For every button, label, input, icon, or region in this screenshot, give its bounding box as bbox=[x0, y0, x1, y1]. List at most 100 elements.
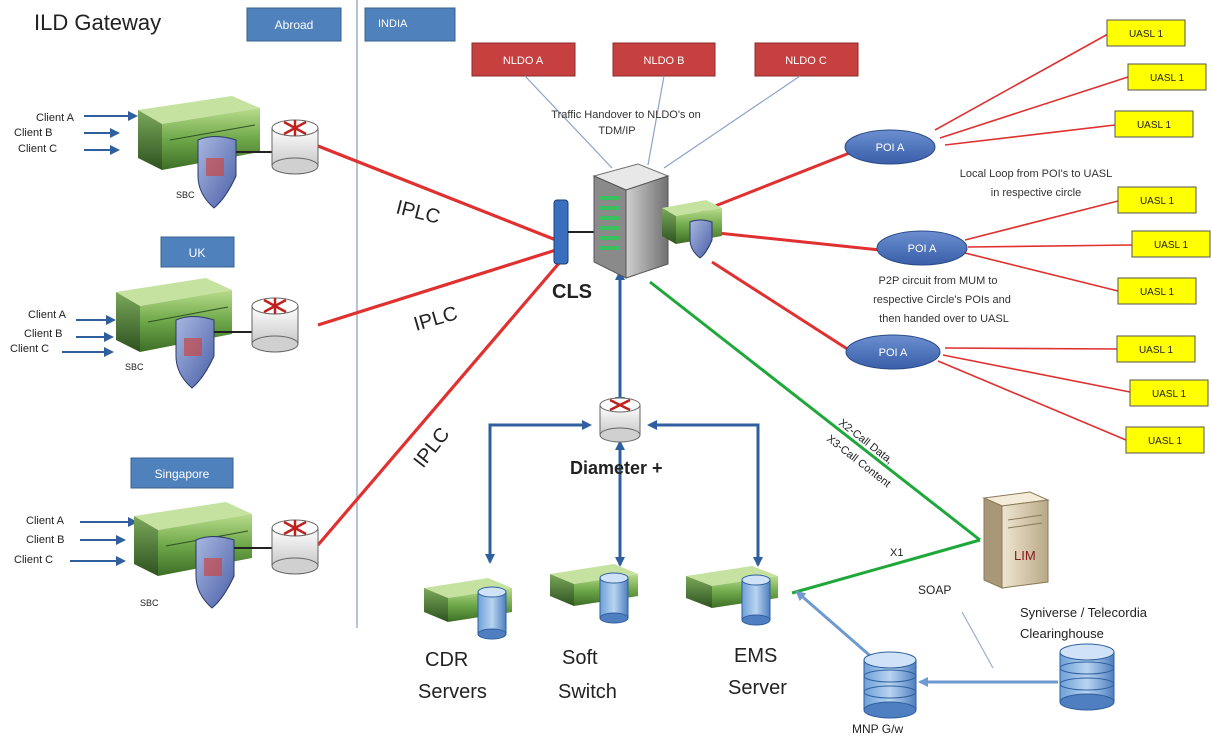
iplc-label-1: IPLC bbox=[394, 197, 442, 229]
uasl-node-1: UASL 1 bbox=[1106, 19, 1186, 47]
uasl-node-8: UASL 1 bbox=[1129, 379, 1209, 407]
softswitch-label-line1: Soft bbox=[562, 647, 598, 669]
p2p-note-line1: P2P circuit from MUM to bbox=[879, 275, 998, 287]
sbc-router-links bbox=[214, 151, 272, 549]
diameter-router-icon bbox=[599, 397, 641, 443]
client-c-label: Client C bbox=[10, 343, 49, 355]
iplc-label-2: IPLC bbox=[411, 302, 460, 335]
cls-label: CLS bbox=[552, 281, 592, 303]
uasl-node-7: UASL 1 bbox=[1116, 335, 1196, 363]
svg-text:Abroad: Abroad bbox=[275, 18, 314, 32]
uasl-node-5: UASL 1 bbox=[1131, 230, 1211, 258]
sbc-server-1: SBC bbox=[138, 96, 260, 209]
local-loop-note-line1: Local Loop from POI's to UASL bbox=[960, 168, 1113, 180]
cdr-label-line1: CDR bbox=[425, 649, 468, 671]
mnp-links bbox=[795, 590, 1058, 687]
svg-text:Singapore: Singapore bbox=[155, 467, 210, 481]
svg-text:POI A: POI A bbox=[876, 142, 905, 154]
svg-text:UASL 1: UASL 1 bbox=[1154, 240, 1189, 251]
svg-text:UASL 1: UASL 1 bbox=[1137, 120, 1172, 131]
svg-text:UK: UK bbox=[189, 246, 206, 260]
client-b-label: Client B bbox=[14, 127, 53, 139]
svg-text:INDIA: INDIA bbox=[378, 18, 408, 30]
svg-text:UASL 1: UASL 1 bbox=[1140, 196, 1175, 207]
intercept-links bbox=[649, 280, 981, 595]
poi-node-1: POI A bbox=[844, 129, 936, 165]
poi-node-2: POI A bbox=[876, 230, 968, 266]
uasl-node-4: UASL 1 bbox=[1117, 186, 1197, 214]
svg-text:UASL 1: UASL 1 bbox=[1148, 436, 1183, 447]
ems-label-line2: Server bbox=[728, 677, 787, 699]
poi-trunk-links bbox=[699, 150, 881, 354]
local-loop-note-line2: in respective circle bbox=[991, 187, 1081, 199]
client-c-label: Client C bbox=[14, 554, 53, 566]
region-abroad: Abroad bbox=[246, 7, 342, 42]
client-a-label: Client A bbox=[28, 309, 67, 321]
nldo-b: NLDO B bbox=[612, 42, 716, 77]
softswitch-server: Soft Switch bbox=[550, 564, 638, 703]
uasl-node-2: UASL 1 bbox=[1127, 63, 1207, 91]
softswitch-label-line2: Switch bbox=[558, 681, 617, 703]
svg-text:UASL 1: UASL 1 bbox=[1150, 73, 1185, 84]
handover-note-line2: TDM/IP bbox=[598, 125, 635, 137]
shield-icon bbox=[195, 536, 235, 609]
cdr-server: CDR Servers bbox=[418, 578, 512, 703]
syniverse-database-icon bbox=[1059, 643, 1115, 711]
sbc-label: SBC bbox=[140, 598, 159, 608]
client-b-label: Client B bbox=[26, 534, 65, 546]
svg-text:POI A: POI A bbox=[908, 243, 937, 255]
soap-label: SOAP bbox=[918, 583, 951, 597]
uasl-links bbox=[934, 33, 1133, 441]
mnp-label: MNP G/w bbox=[852, 722, 903, 736]
sbc-label: SBC bbox=[176, 190, 195, 200]
ems-server: EMS Server bbox=[686, 566, 787, 699]
database-icon bbox=[599, 572, 629, 624]
page-title: ILD Gateway bbox=[34, 10, 161, 35]
client-b-label: Client B bbox=[24, 328, 63, 340]
handover-note-line1: Traffic Handover to NLDO's on bbox=[551, 109, 700, 121]
sbc-server-2: SBC bbox=[116, 278, 232, 389]
region-india: INDIA bbox=[364, 7, 456, 42]
nldo-a: NLDO A bbox=[471, 42, 576, 77]
client-group-3: Client A Client B Client C bbox=[14, 515, 138, 566]
router-icon bbox=[271, 519, 319, 575]
client-a-label: Client A bbox=[26, 515, 65, 527]
router-icon bbox=[271, 119, 319, 175]
p2p-note-line3: then handed over to UASL bbox=[879, 313, 1009, 325]
p2p-note-line2: respective Circle's POIs and bbox=[873, 294, 1011, 306]
svg-text:UASL 1: UASL 1 bbox=[1140, 287, 1175, 298]
shield-icon bbox=[175, 316, 215, 389]
iplc-links bbox=[316, 144, 562, 547]
nldo-links bbox=[524, 75, 801, 169]
client-group-2: Client A Client B Client C bbox=[10, 309, 116, 357]
lim-server: LIM bbox=[982, 491, 1050, 589]
country-singapore: Singapore bbox=[130, 457, 234, 489]
shield-icon bbox=[197, 136, 237, 209]
lim-label: LIM bbox=[1014, 548, 1036, 563]
uasl-node-9: UASL 1 bbox=[1125, 426, 1205, 454]
svg-text:UASL 1: UASL 1 bbox=[1129, 29, 1164, 40]
database-icon bbox=[741, 574, 771, 626]
svg-text:NLDO C: NLDO C bbox=[785, 55, 827, 67]
uasl-node-3: UASL 1 bbox=[1114, 110, 1194, 138]
country-uk: UK bbox=[160, 236, 235, 268]
client-c-label: Client C bbox=[18, 143, 57, 155]
sbc-server-3: SBC bbox=[134, 502, 252, 609]
cls-switch bbox=[553, 163, 722, 279]
client-a-label: Client A bbox=[36, 112, 75, 124]
cdr-label-line2: Servers bbox=[418, 681, 487, 703]
client-group-1: Client A Client B Client C bbox=[14, 111, 138, 155]
svg-text:NLDO B: NLDO B bbox=[644, 55, 685, 67]
nldo-c: NLDO C bbox=[754, 42, 859, 77]
sbc-label: SBC bbox=[125, 362, 144, 372]
database-icon bbox=[477, 586, 507, 640]
svg-text:POI A: POI A bbox=[879, 347, 908, 359]
router-icon bbox=[251, 297, 299, 353]
x1-label: X1 bbox=[890, 547, 903, 559]
poi-node-3: POI A bbox=[845, 334, 941, 370]
syniverse-label-line1: Syniverse / Telecordia bbox=[1020, 605, 1148, 620]
mnp-database-icon bbox=[863, 651, 917, 719]
ems-label-line1: EMS bbox=[734, 645, 777, 667]
